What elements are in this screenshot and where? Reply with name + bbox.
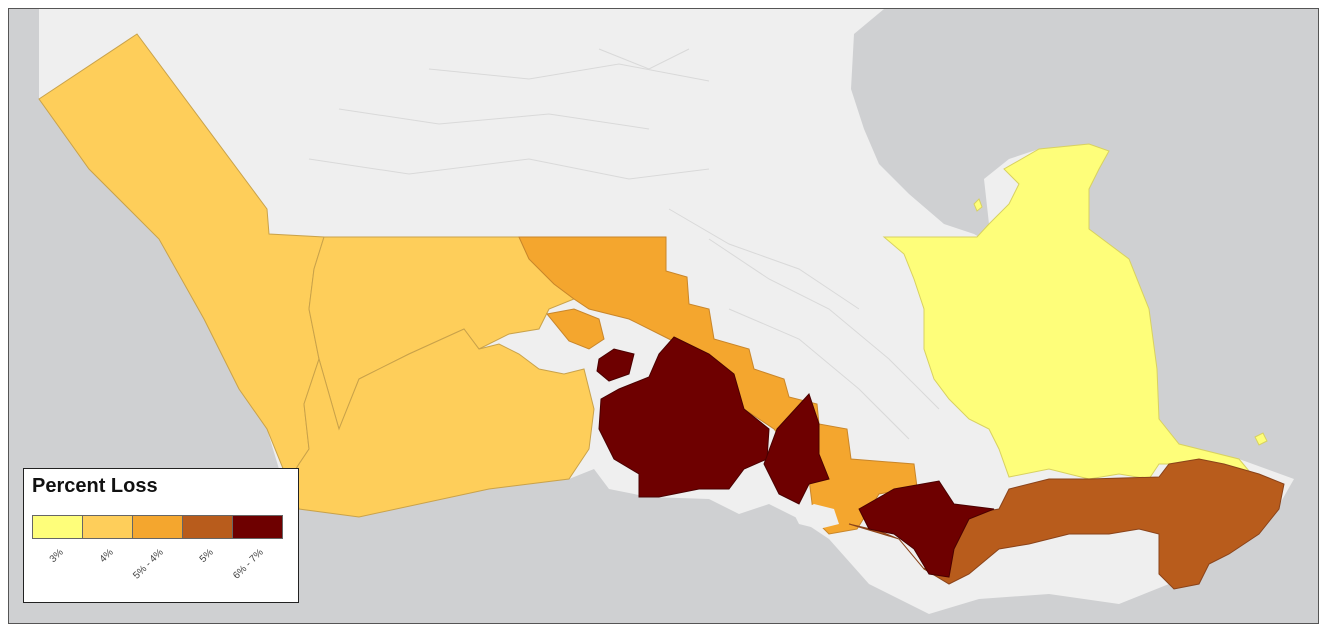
legend-label-4: 5% xyxy=(197,547,216,565)
region-east-dark[interactable] xyxy=(763,393,830,505)
legend-label-2: 4% xyxy=(97,547,116,565)
region-southwest[interactable] xyxy=(290,328,595,518)
region-east-coast[interactable] xyxy=(882,143,1256,480)
legend-swatch-5 xyxy=(233,516,282,538)
terrain-texture xyxy=(308,48,940,440)
legend-label-3: 5% - 4% xyxy=(131,547,166,582)
region-east-islet[interactable] xyxy=(1254,432,1268,446)
island-small xyxy=(794,504,839,529)
legend-label-1: 3% xyxy=(47,547,66,565)
legend-swatches xyxy=(32,515,283,539)
legend-title: Percent Loss xyxy=(32,475,158,497)
legend-swatch-1 xyxy=(33,516,83,538)
region-inlet[interactable] xyxy=(546,308,605,350)
region-north-islet[interactable] xyxy=(973,198,983,212)
region-islet-dark[interactable] xyxy=(596,348,635,382)
legend-swatch-2 xyxy=(83,516,133,538)
region-central-dark[interactable] xyxy=(598,336,770,498)
region-south-dark[interactable] xyxy=(858,480,995,578)
legend: Percent Loss 3% 4% 5% - 4% 5% 6% - 7% xyxy=(23,468,299,603)
legend-label-5: 6% - 7% xyxy=(231,547,266,582)
legend-ticks: 3% 4% 5% - 4% 5% 6% - 7% xyxy=(32,541,292,601)
legend-swatch-3 xyxy=(133,516,183,538)
map-canvas[interactable] xyxy=(9,9,1318,623)
map-frame[interactable]: Percent Loss 3% 4% 5% - 4% 5% 6% - 7% xyxy=(8,8,1319,624)
region-southeast[interactable] xyxy=(848,458,1285,590)
legend-swatch-4 xyxy=(183,516,233,538)
